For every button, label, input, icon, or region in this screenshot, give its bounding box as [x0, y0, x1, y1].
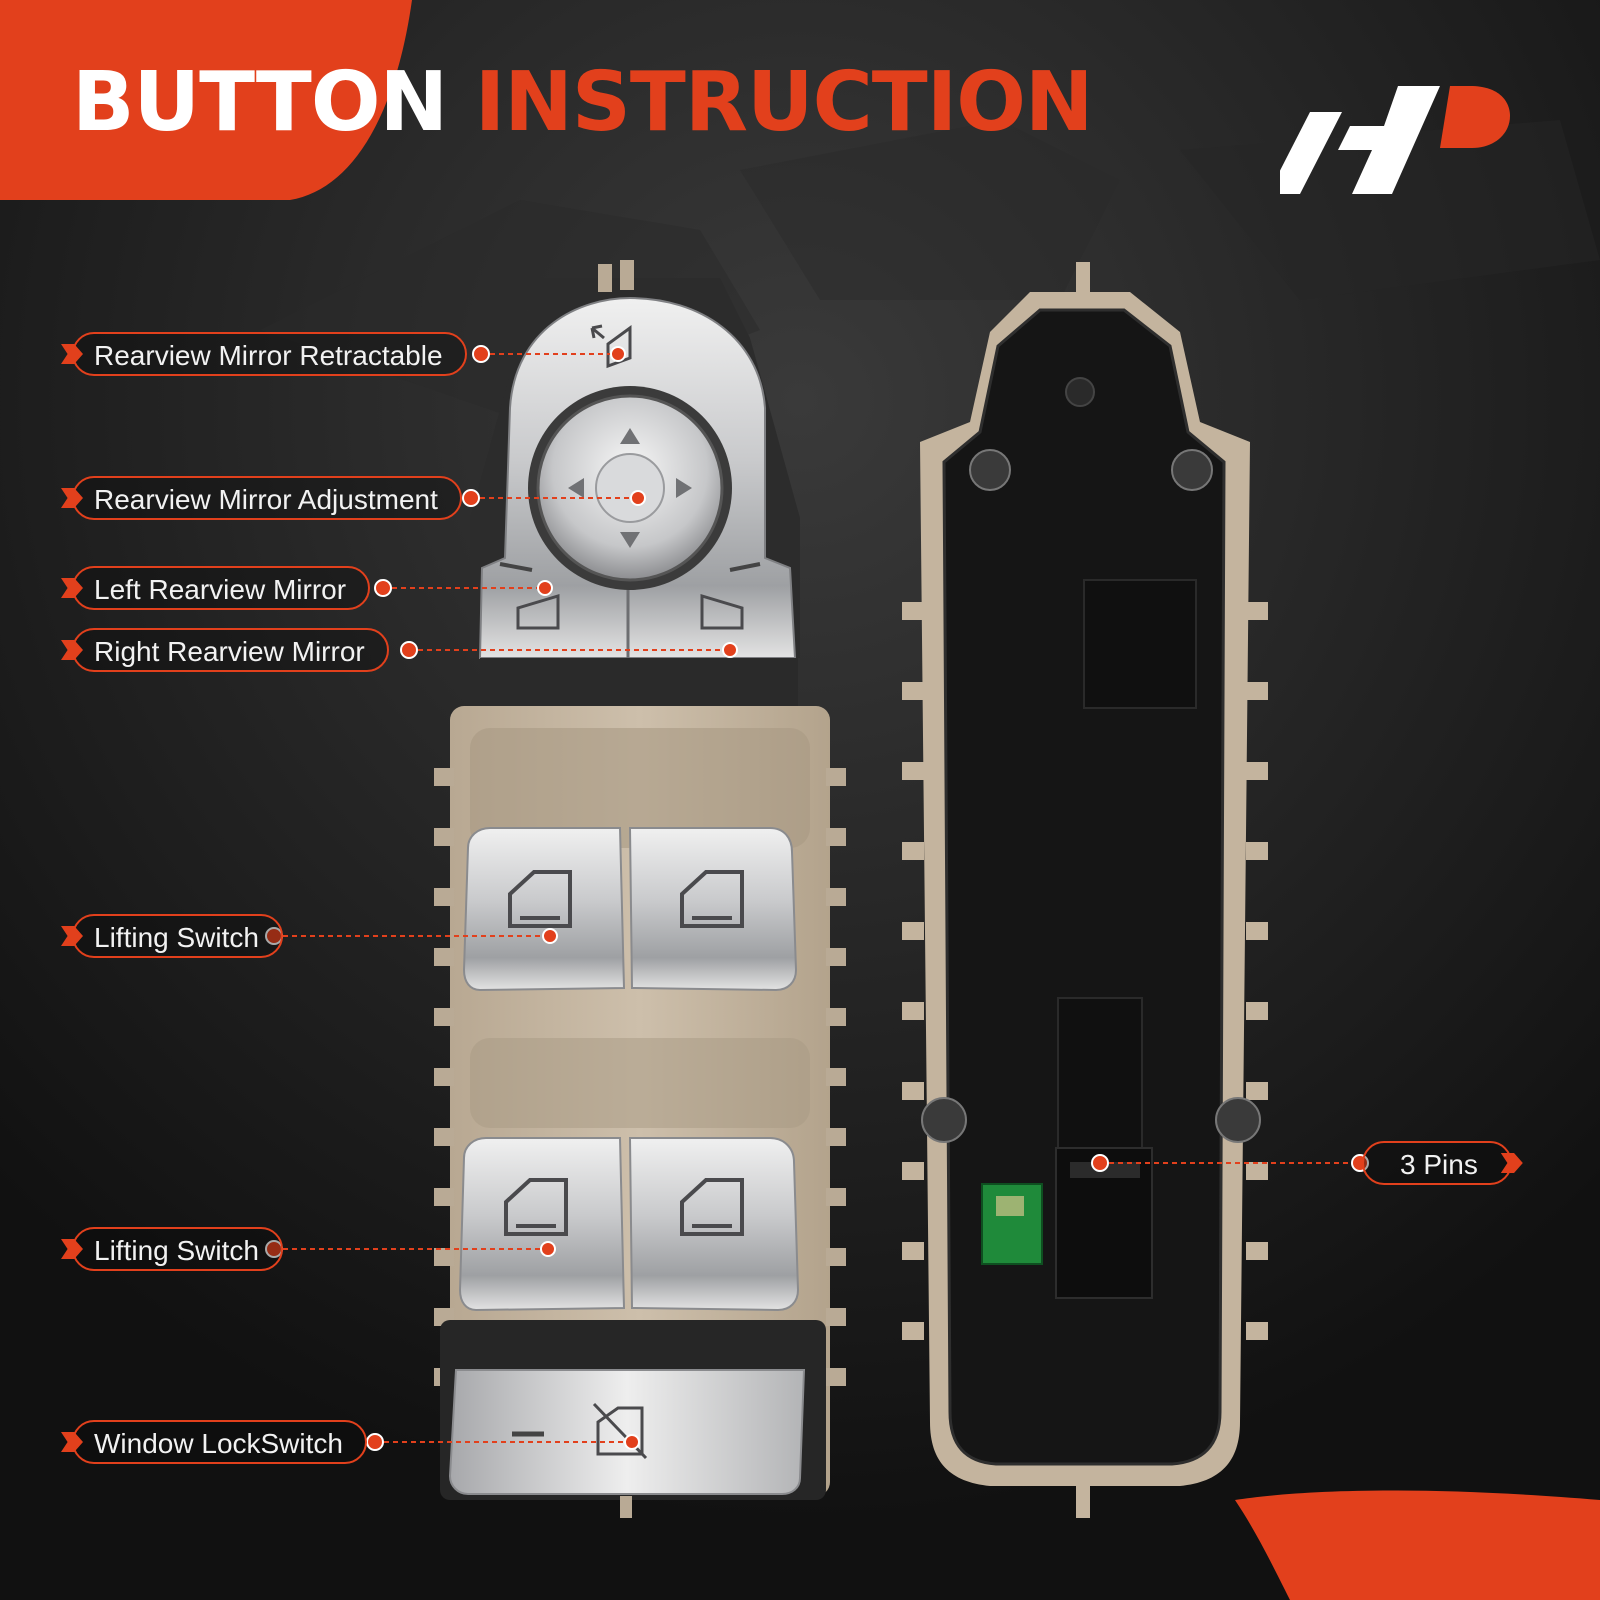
window-icon-rear-right: [680, 1178, 744, 1236]
label-lifting-switch-2: Lifting Switch: [72, 1227, 283, 1271]
label-right-mirror: Right Rearview Mirror: [72, 628, 389, 672]
window-lock-button: [448, 1369, 806, 1495]
screw: [921, 449, 1261, 1143]
label-window-lock: Window LockSwitch: [72, 1420, 367, 1464]
arrow-right-icon: [676, 478, 692, 498]
right-mirror-icon: [700, 593, 744, 630]
arrow-down-icon: [620, 532, 640, 548]
pcb-board: [981, 1183, 1043, 1265]
label-mirror-retractable: Rearview Mirror Retractable: [72, 332, 467, 376]
arrow-left-icon: [568, 478, 584, 498]
brand-logo: [1280, 86, 1510, 194]
callout-dot: [472, 345, 490, 363]
right-indicator-bar: [729, 562, 761, 572]
label-mirror-adjustment: Rearview Mirror Adjustment: [72, 476, 462, 520]
mirror-fold-icon: [590, 324, 632, 369]
left-mirror-icon: [516, 593, 560, 630]
page-title: BUTTON INSTRUCTION: [72, 62, 1094, 144]
window-lock-icon: [592, 1402, 648, 1460]
window-icon-front-right: [680, 870, 744, 928]
label-lifting-switch-1: Lifting Switch: [72, 914, 283, 958]
lifting-switch-row-2: [458, 1137, 800, 1312]
left-indicator-bar: [499, 562, 533, 572]
window-icon-rear-left: [504, 1178, 568, 1236]
label-left-mirror: Left Rearview Mirror: [72, 566, 371, 610]
switch-front-image: [434, 260, 846, 1518]
window-icon-front-left: [508, 870, 572, 928]
lifting-switch-row-1: [462, 827, 798, 992]
title-word-instruction: INSTRUCTION: [474, 55, 1094, 150]
label-3-pins: 3 Pins: [1362, 1141, 1512, 1185]
title-word-button: BUTTON: [72, 55, 448, 150]
arrow-up-icon: [620, 428, 640, 444]
switch-back-image: [902, 262, 1268, 1518]
